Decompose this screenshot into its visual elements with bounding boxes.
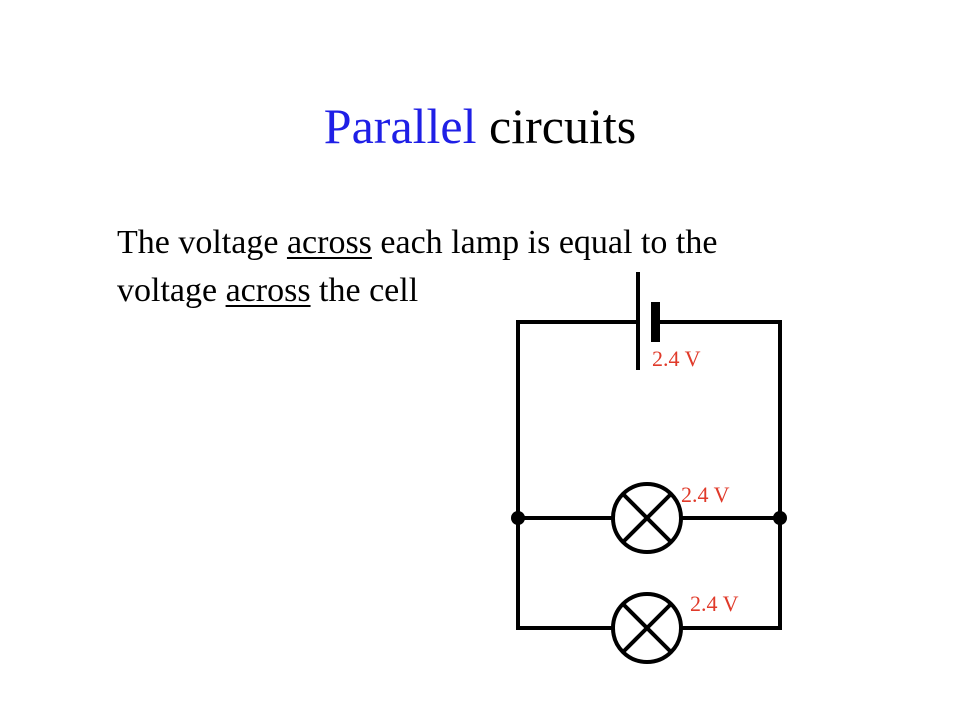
body-line-1: The voltage across each lamp is equal to… (117, 219, 717, 267)
lamp-1-voltage-label: 2.4 V (681, 482, 730, 507)
body-text: The voltage across each lamp is equal to… (117, 219, 717, 315)
body-line-2: voltage across the cell (117, 267, 717, 315)
junction-left (511, 511, 525, 525)
cell-voltage-label: 2.4 V (652, 346, 701, 371)
title-rest: circuits (489, 98, 637, 154)
slide-title: Parallel circuits (0, 96, 960, 156)
body-line-1-start: The voltage (117, 224, 287, 261)
junction-right (773, 511, 787, 525)
lamp-2-voltage-label: 2.4 V (690, 591, 739, 616)
lamp-2-symbol (611, 592, 683, 664)
lamp-1-symbol (611, 482, 683, 554)
body-line-2-end: the cell (310, 272, 419, 309)
body-line-1-end: each lamp is equal to the (371, 224, 718, 261)
body-line-2-underlined: across (225, 272, 311, 309)
body-line-2-start: voltage (117, 272, 226, 309)
body-line-1-underlined: across (286, 224, 372, 261)
cell-symbol (636, 272, 660, 370)
title-accent-word: Parallel (323, 98, 477, 154)
